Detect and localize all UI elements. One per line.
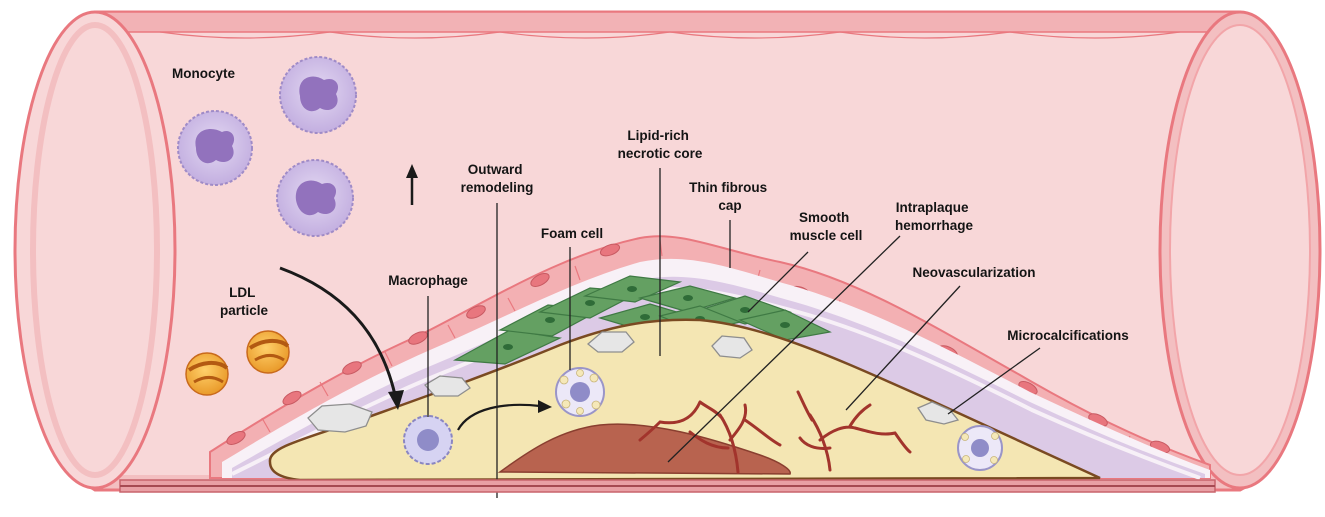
- necrotic-core: [268, 318, 1101, 482]
- top-endothelium: [94, 11, 1241, 33]
- neovessels: [638, 390, 912, 474]
- label-lipid-line1: Lipid-rich: [627, 128, 689, 143]
- intraplaque-hemorrhage: [497, 423, 791, 475]
- label-hemorrhage-line1: Intraplaque: [896, 200, 969, 215]
- label-outward-line2: remodeling: [461, 180, 534, 195]
- label-smooth-muscle: Smooth muscle cell: [790, 210, 863, 243]
- label-smc-line1: Smooth: [799, 210, 849, 225]
- calcifications: [307, 331, 960, 433]
- labels: Monocyte LDL particle Macrophage Outward…: [172, 66, 1129, 343]
- label-foam-cell: Foam cell: [541, 226, 603, 241]
- hemorrhage-leader: [667, 235, 901, 463]
- macrophage-to-foam-arrow: [457, 403, 541, 431]
- monocytes: [177, 56, 357, 237]
- smooth-muscle-nuclei: [503, 286, 790, 350]
- label-fibrous-cap: Thin fibrous cap: [689, 180, 771, 213]
- monocyte-cell: [177, 110, 253, 186]
- vessel-left-opening: [13, 10, 177, 490]
- label-cap-line1: Thin fibrous: [689, 180, 767, 195]
- label-ldl-particle: LDL particle: [220, 285, 269, 318]
- label-hemorrhage: Intraplaque hemorrhage: [895, 200, 974, 233]
- label-monocyte: Monocyte: [172, 66, 235, 81]
- foam-cells: [555, 367, 1003, 471]
- ldl-particle: [246, 330, 290, 374]
- macrophage-cell: [403, 415, 453, 465]
- label-lipid-core: Lipid-rich necrotic core: [618, 128, 703, 161]
- ldl-particles: [185, 330, 290, 396]
- label-cap-line2: cap: [718, 198, 741, 213]
- ldl-entry-arrow: [279, 266, 397, 396]
- label-macrophage: Macrophage: [388, 273, 468, 288]
- label-ldl-line1: LDL: [229, 285, 255, 300]
- label-outward-remodeling: Outward remodeling: [461, 162, 534, 195]
- foam-cell: [957, 425, 1003, 471]
- smooth-muscle-leader: [747, 251, 809, 313]
- monocyte-cell: [276, 159, 354, 237]
- monocyte-cell: [279, 56, 357, 134]
- label-ldl-line2: particle: [220, 303, 269, 318]
- ldl-particle: [185, 352, 229, 396]
- label-neovascularization: Neovascularization: [912, 265, 1035, 280]
- label-microcalcifications: Microcalcifications: [1007, 328, 1129, 343]
- arrows: [279, 164, 552, 431]
- top-endothelial-cells: [159, 31, 1181, 39]
- label-smc-line2: muscle cell: [790, 228, 863, 243]
- microcalcifications-leader: [947, 347, 1041, 415]
- leader-lines: [427, 168, 1041, 498]
- plaque: [209, 235, 1211, 482]
- label-hemorrhage-line2: hemorrhage: [895, 218, 974, 233]
- label-outward-line1: Outward: [468, 162, 523, 177]
- foam-cell: [555, 367, 605, 417]
- neovascularization-leader: [845, 285, 961, 411]
- label-lipid-line2: necrotic core: [618, 146, 703, 161]
